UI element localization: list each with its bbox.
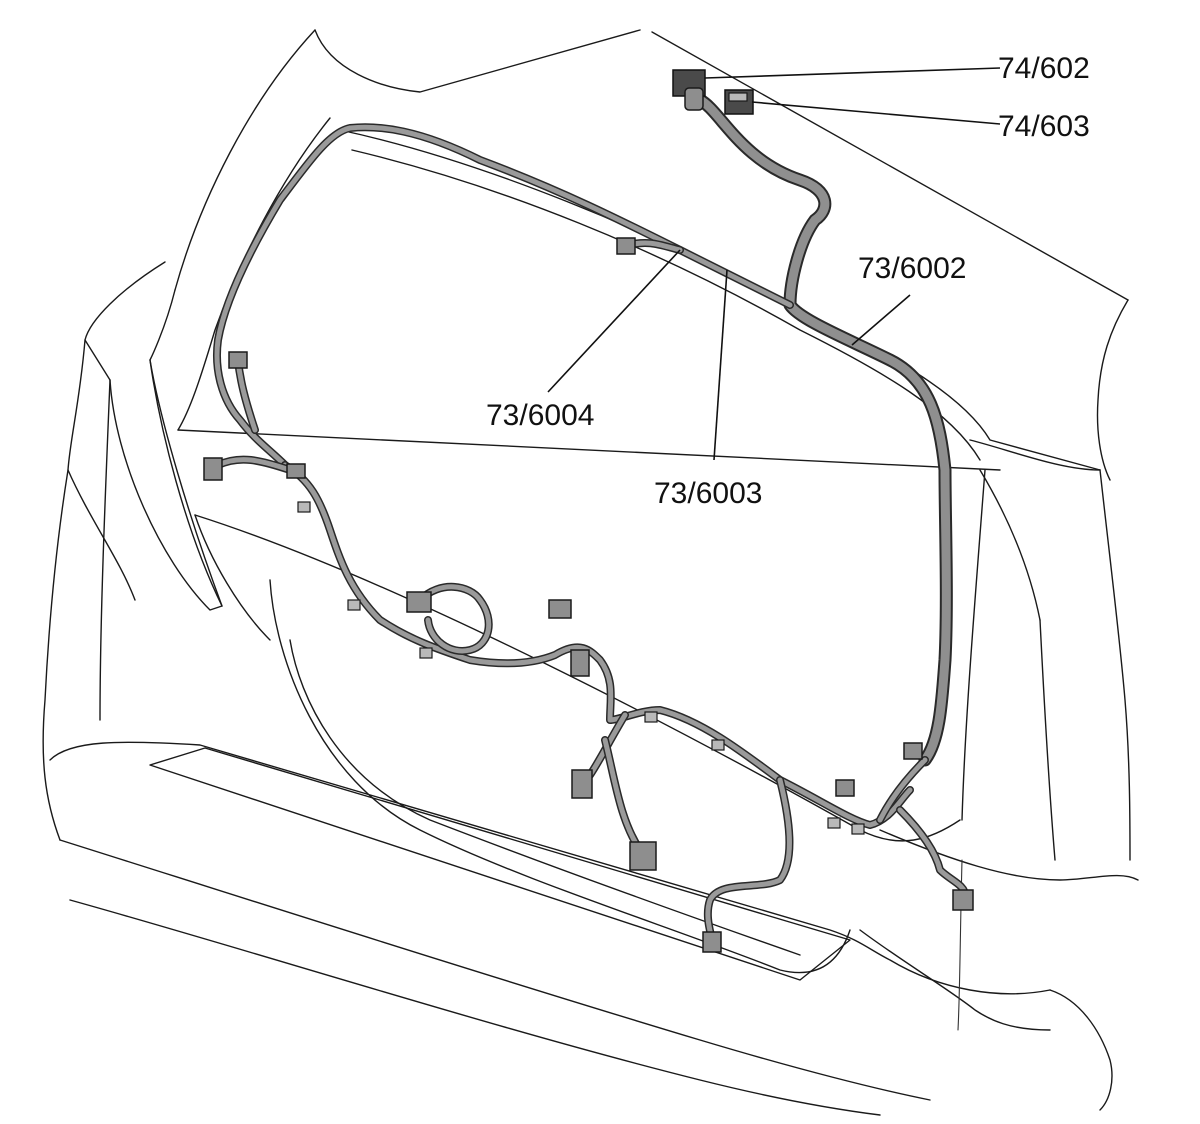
leader-74-602 xyxy=(704,67,1001,79)
harness-tailgate xyxy=(282,462,913,828)
label-74-602: 74/602 xyxy=(998,52,1090,85)
connector-center-lower xyxy=(570,649,590,677)
right-taillight-upper xyxy=(979,469,1041,621)
right-lower-curve xyxy=(879,829,1139,881)
connector-73-6004 xyxy=(616,237,636,255)
bumper-top xyxy=(49,741,1051,995)
bumper-right-corner xyxy=(1049,989,1113,1111)
left-pillar-inner xyxy=(149,289,223,607)
callouts: 74/602 74/603 73/6002 73/6004 73/6003 xyxy=(486,52,1090,510)
right-quarter-crease xyxy=(1039,619,1056,861)
right-body-top xyxy=(969,439,1101,471)
bumper-face xyxy=(59,839,931,1101)
connector-lower-left xyxy=(571,769,593,799)
left-pillar-outer xyxy=(84,261,223,611)
tailgate-right-edge xyxy=(961,469,986,821)
harness-tailgate-outline xyxy=(281,461,914,829)
license-recess xyxy=(269,579,851,974)
connector-bottom xyxy=(702,931,722,953)
bumper-step-outer xyxy=(149,747,851,981)
rear-window-top xyxy=(339,129,1101,471)
harness-plugs xyxy=(297,501,865,835)
left-side-body xyxy=(42,339,86,841)
branch-lower-mid xyxy=(602,737,643,853)
roof-line xyxy=(314,29,641,93)
connector-right-small xyxy=(903,742,923,760)
bumper-lower xyxy=(69,899,881,1116)
vehicle-body-outline xyxy=(42,29,1139,1116)
branch-left-horizontal xyxy=(215,457,293,473)
roof-left-edge xyxy=(174,29,316,291)
connector-lower-mid xyxy=(629,841,657,871)
label-74-603: 74/603 xyxy=(998,110,1090,143)
connector-center xyxy=(406,591,432,613)
leader-73-6002 xyxy=(851,294,911,346)
label-73-6004: 73/6004 xyxy=(486,399,594,432)
branch-right xyxy=(897,807,968,898)
connector-left-mid xyxy=(286,463,306,479)
harness-trunk xyxy=(695,95,951,765)
connector-74-603 xyxy=(724,89,754,115)
left-side-crease xyxy=(99,379,111,721)
connector-right-mid xyxy=(835,779,855,797)
roof-spoiler xyxy=(1096,299,1129,481)
branch-bottom-outline xyxy=(703,776,794,944)
label-73-6003: 73/6003 xyxy=(654,477,762,510)
leader-74-603 xyxy=(751,101,1001,125)
license-recess-inner xyxy=(289,639,801,956)
connector-74-602 xyxy=(672,69,706,111)
wiring-harness xyxy=(213,93,969,944)
rear-window-top-inner xyxy=(351,149,981,461)
connector-left-side xyxy=(203,457,223,481)
connector-right-lower xyxy=(952,889,974,911)
branch-right-up xyxy=(877,757,928,823)
leader-73-6003 xyxy=(713,269,728,461)
left-wheel-arch xyxy=(67,469,136,601)
right-lamp-lower xyxy=(859,929,1051,1031)
connector-center-right xyxy=(548,599,572,619)
harness-center-loop xyxy=(417,584,492,654)
tailgate-upper-line xyxy=(177,429,1001,471)
right-body-side xyxy=(1099,469,1131,861)
tailgate-left-panel xyxy=(194,514,271,641)
leader-73-6004 xyxy=(547,249,681,393)
label-73-6002: 73/6002 xyxy=(858,252,966,285)
connector-window-left xyxy=(228,351,248,369)
branch-bottom xyxy=(705,777,792,943)
